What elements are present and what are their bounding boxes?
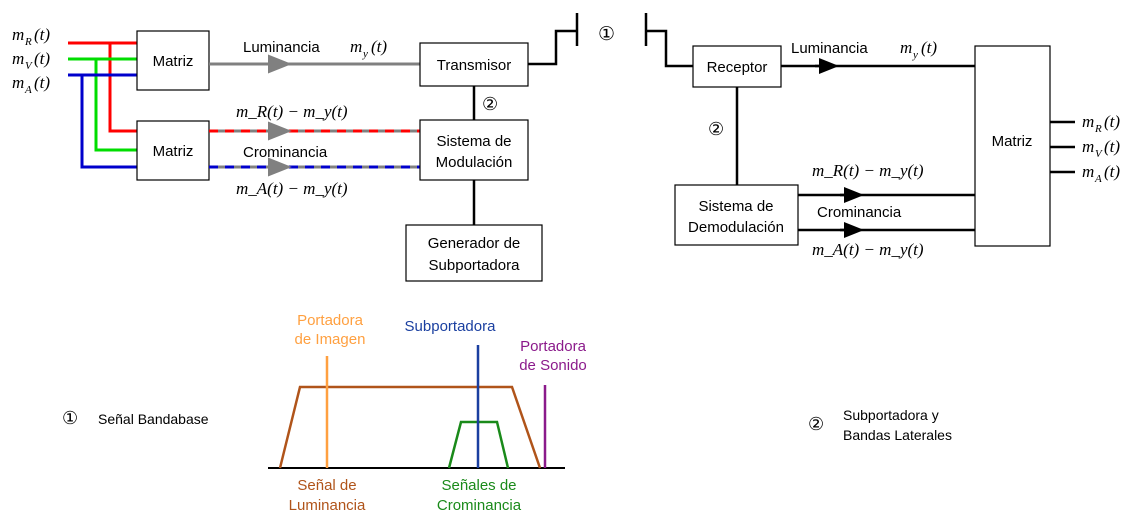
transmitter-label: Transmisor	[437, 57, 511, 74]
luminance-label-rx: Luminancia	[791, 40, 868, 57]
my-label-rx: m y (t)	[900, 38, 937, 61]
modulation-label-line2: Modulación	[436, 154, 513, 171]
svg-text:(t): (t)	[1104, 112, 1120, 131]
svg-text:(t): (t)	[1104, 137, 1120, 156]
modulation-box	[419, 119, 529, 181]
diff-r-label-tx: m_R(t) − m_y(t)	[236, 102, 348, 121]
legend-two-text-line1: Subportadora y	[843, 407, 939, 423]
input-label-mv: m V (t)	[12, 49, 50, 72]
svg-text:m: m	[12, 73, 24, 92]
receiver-label: Receptor	[707, 59, 768, 76]
svg-text:m: m	[1082, 112, 1094, 131]
svg-text:m: m	[1082, 137, 1094, 156]
generator-box	[405, 224, 543, 282]
svg-text:R: R	[1094, 123, 1102, 135]
svg-text:m: m	[350, 37, 362, 56]
svg-text:m: m	[900, 38, 912, 57]
legend-two-text-line2: Bandas Laterales	[843, 427, 952, 443]
legend-two: ② Subportadora y Bandas Laterales	[808, 407, 952, 443]
input-label-mr: m R (t)	[12, 25, 50, 48]
output-label-ma: m A (t)	[1082, 162, 1120, 185]
lum-signal-label-line2: Luminancia	[289, 497, 366, 514]
generator-label-line1: Generador de	[428, 235, 521, 252]
svg-text:m: m	[12, 49, 24, 68]
input-label-ma: m A (t)	[12, 73, 50, 96]
legend-two-symbol: ②	[808, 414, 824, 434]
matrix-label-1: Matriz	[153, 53, 194, 70]
spectrum-section: Portadora de Imagen Subportadora Portado…	[268, 312, 587, 514]
matrix-label-rx: Matriz	[992, 133, 1033, 150]
svg-text:(t): (t)	[34, 49, 50, 68]
svg-text:y: y	[912, 49, 918, 61]
chrominance-label-rx: Crominancia	[817, 204, 902, 221]
svg-text:m: m	[1082, 162, 1094, 181]
svg-text:A: A	[24, 84, 32, 96]
svg-text:(t): (t)	[34, 73, 50, 92]
receiver-section: Receptor Luminancia m y (t) ② Sistema de…	[644, 13, 1120, 259]
svg-text:(t): (t)	[371, 37, 387, 56]
transmitter-box	[419, 42, 529, 87]
svg-text:m: m	[12, 25, 24, 44]
channel-marker-1: ①	[598, 24, 615, 45]
svg-text:R: R	[24, 36, 32, 48]
matrix-box-2	[136, 120, 210, 181]
tx-antenna-wire	[528, 29, 577, 66]
subcarrier-label: Subportadora	[405, 318, 497, 335]
svg-text:(t): (t)	[1104, 162, 1120, 181]
luminance-spectrum	[278, 385, 542, 469]
image-carrier-label-line2: de Imagen	[295, 331, 366, 348]
sound-carrier-label-line1: Portadora	[520, 338, 587, 355]
svg-text:A: A	[1094, 173, 1102, 185]
diff-a-label-rx: m_A(t) − m_y(t)	[812, 240, 924, 259]
transmitter-section: m R (t) m V (t) m A (t)	[12, 13, 579, 282]
image-carrier-label-line1: Portadora	[297, 312, 364, 329]
chrominance-label-tx: Crominancia	[243, 144, 328, 161]
marker-2-tx: ②	[482, 94, 498, 114]
marker-2-rx: ②	[708, 119, 724, 139]
receiver-box	[692, 45, 782, 88]
demodulation-label-line2: Demodulación	[688, 219, 784, 236]
demodulation-label-line1: Sistema de	[698, 198, 773, 215]
svg-text:V: V	[1095, 148, 1103, 160]
legend-one: ① Señal Bandabase	[62, 408, 209, 428]
demodulation-box	[674, 184, 799, 246]
chrom-signal-label-line1: Señales de	[441, 477, 516, 494]
generator-label-line2: Subportadora	[429, 257, 521, 274]
svg-text:y: y	[362, 48, 368, 60]
legend-one-text: Señal Bandabase	[98, 411, 209, 427]
output-label-mv: m V (t)	[1082, 137, 1120, 160]
matrix-box-rx	[974, 45, 1051, 247]
my-label-tx: m y (t)	[350, 37, 387, 60]
chrom-signal-label-line2: Crominancia	[437, 497, 522, 514]
modulation-label-line1: Sistema de	[436, 133, 511, 150]
diff-r-label-rx: m_R(t) − m_y(t)	[812, 161, 924, 180]
rgb-wires	[68, 41, 137, 169]
output-label-mr: m R (t)	[1082, 112, 1120, 135]
svg-text:V: V	[25, 60, 33, 72]
luminance-label-tx: Luminancia	[243, 39, 320, 56]
matrix-label-2: Matriz	[153, 143, 194, 160]
lum-signal-label-line1: Señal de	[297, 477, 356, 494]
matrix-box-1	[136, 30, 210, 91]
legend-one-symbol: ①	[62, 408, 78, 428]
svg-text:(t): (t)	[34, 25, 50, 44]
svg-text:(t): (t)	[921, 38, 937, 57]
sound-carrier-label-line2: de Sonido	[519, 357, 587, 374]
diff-a-label-tx: m_A(t) − m_y(t)	[236, 179, 348, 198]
rx-antenna-wire	[646, 29, 693, 68]
